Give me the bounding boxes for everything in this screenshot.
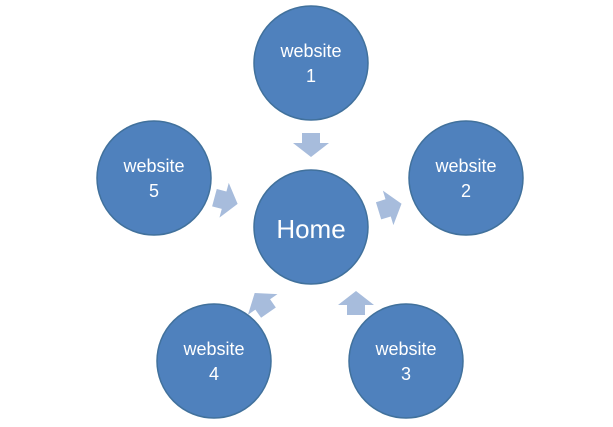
node-website-3: website 3 xyxy=(348,303,464,419)
node-label-line2: 1 xyxy=(306,66,316,86)
node-label-line2: 5 xyxy=(149,181,159,201)
arrow-from-website-5 xyxy=(212,182,238,218)
center-node-home: Home xyxy=(253,169,369,285)
node-label-line2: 4 xyxy=(209,364,219,384)
arrows xyxy=(212,133,402,318)
arrow-from-website-2 xyxy=(375,190,402,226)
node-label-line1: website xyxy=(122,156,184,176)
node-label-line1: website xyxy=(374,339,436,359)
node-circle xyxy=(253,5,369,121)
node-label-line2: 3 xyxy=(401,364,411,384)
node-circle xyxy=(156,303,272,419)
node-circle xyxy=(348,303,464,419)
node-circle xyxy=(96,120,212,236)
node-website-1: website 1 xyxy=(253,5,369,121)
node-label-line2: 2 xyxy=(461,181,471,201)
node-label-line1: website xyxy=(182,339,244,359)
node-website-4: website 4 xyxy=(156,303,272,419)
arrow-from-website-3 xyxy=(338,291,374,315)
center-node-circle xyxy=(253,169,369,285)
node-website-5: website 5 xyxy=(96,120,212,236)
node-circle xyxy=(408,120,524,236)
node-website-2: website 2 xyxy=(408,120,524,236)
node-label-line1: website xyxy=(279,41,341,61)
center-node-label: Home xyxy=(276,214,345,244)
arrow-from-website-1 xyxy=(293,133,329,157)
arrow-from-website-4 xyxy=(247,292,278,318)
node-label-line1: website xyxy=(434,156,496,176)
